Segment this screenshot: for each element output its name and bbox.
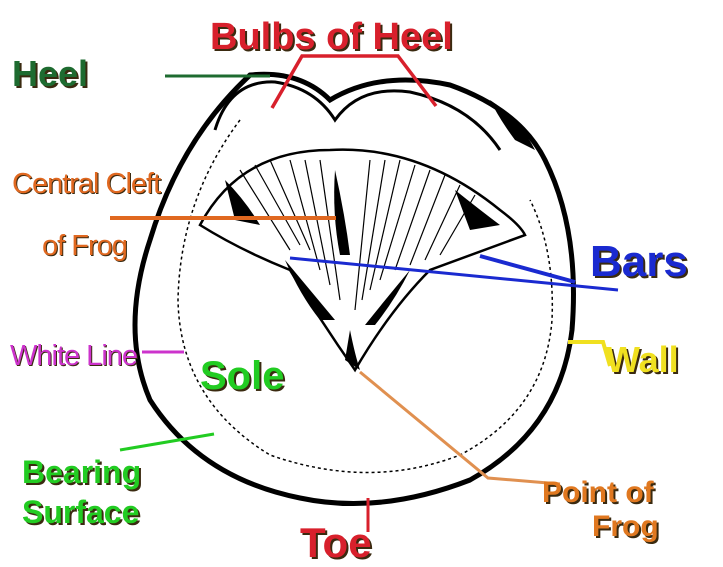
point-of-frog-label-line2: Frog	[592, 512, 659, 542]
point-of-frog-label-line1: Point of	[542, 478, 654, 508]
bearing-surface-label-line2: Surface	[22, 496, 139, 528]
wall-label: Wall	[606, 342, 679, 378]
bars-label: Bars	[590, 240, 688, 284]
central-cleft-label-line1: Central Cleft	[12, 170, 160, 199]
bulbs-of-heel-label: Bulbs of Heel	[210, 18, 453, 56]
heel-label: Heel	[12, 56, 88, 92]
sole-label: Sole	[200, 356, 284, 396]
bearing-surface-label-line1: Bearing	[22, 456, 141, 488]
central-cleft-label-line2: of Frog	[42, 232, 127, 261]
toe-label: Toe	[300, 522, 372, 564]
wall-leader	[568, 342, 610, 366]
white-line-label: White Line	[10, 342, 137, 371]
